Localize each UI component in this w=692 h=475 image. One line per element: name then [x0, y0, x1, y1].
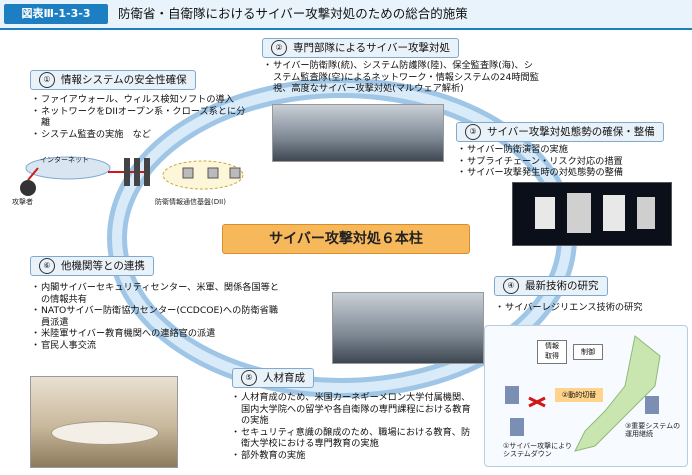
japan-map-graphic [505, 335, 661, 452]
list-item: システム監査の実施 など [31, 129, 248, 141]
continued-ops-label: ③重要システムの 運用継続 [625, 422, 681, 438]
pillar-5-title-text: 人材育成 [263, 372, 305, 384]
center-label: サイバー攻撃対処６本柱 [222, 224, 470, 254]
pillar-6-title-text: 他機関等との連携 [61, 260, 145, 272]
operations-center-photo [272, 104, 444, 162]
list-item: NATOサイバー防衛協力センター(CCDCOE)への防衛省職員派遣 [31, 305, 280, 328]
pillar-4-title: ④ 最新技術の研究 [494, 276, 608, 296]
list-item: 人材育成のため、米国カーネギーメロン大学付属機関、国内大学院への留学や各自衛隊の… [231, 392, 474, 427]
pillar-3-title: ③ サイバー攻撃対処態勢の確保・整備 [456, 122, 664, 142]
pillar-1-number: ① [39, 72, 55, 88]
list-item: サイバー攻撃発生時の対処態勢の整備 [457, 167, 680, 179]
exercise-screen-image [512, 182, 672, 246]
list-item: 部外教育の実施 [231, 450, 474, 462]
pillar-2-title-text: 専門部隊によるサイバー攻撃対処 [293, 42, 450, 54]
pillar-4-number: ④ [503, 278, 519, 294]
header-bar [0, 0, 692, 30]
dii-label: 防衛情報通信基盤(DII) [155, 198, 226, 206]
pillar-5-list: 人材育成のため、米国カーネギーメロン大学付属機関、国内大学院への留学や各自衛隊の… [231, 392, 474, 462]
info-acquire-box: 情報 取得 [537, 340, 567, 364]
pillar-1-title-text: 情報システムの安全性確保 [61, 74, 187, 86]
pillar-2-title: ② 専門部隊によるサイバー攻撃対処 [262, 38, 459, 58]
classroom-photo [332, 292, 484, 364]
control-box: 制御 [573, 344, 603, 360]
list-item: 内閣サイバーセキュリティセンター、米軍、関係各国等との情報共有 [31, 282, 280, 305]
pillar-6-list: 内閣サイバーセキュリティセンター、米軍、関係各国等との情報共有 NATOサイバー… [31, 282, 280, 352]
list-item: ファイアウォール、ウィルス検知ソフトの導入 [31, 94, 248, 106]
resilience-diagram: 情報 取得 制御 ②動的切替 ①サイバー攻撃により システムダウン ③重要システ… [484, 325, 688, 467]
pillar-3-number: ③ [465, 124, 481, 140]
meeting-room-photo [30, 376, 178, 468]
list-item: サイバー防衛演習の実施 [457, 144, 680, 156]
pillar-1-list: ファイアウォール、ウィルス検知ソフトの導入 ネットワークをDIIオープン系・クロ… [31, 94, 248, 141]
pillar-4-list: サイバーレジリエンス技術の研究 [495, 302, 688, 314]
pillar-6-title: ⑥ 他機関等との連携 [30, 256, 154, 276]
pillar-6-number: ⑥ [39, 258, 55, 274]
pillar-3-list: サイバー防衛演習の実施 サプライチェーン・リスク対応の措置 サイバー攻撃発生時の… [457, 144, 680, 179]
attacker-label: 攻撃者 [12, 198, 33, 206]
list-item: ネットワークをDIIオープン系・クローズ系とに分離 [31, 106, 248, 129]
list-item: サイバーレジリエンス技術の研究 [495, 302, 688, 314]
pillar-4-title-text: 最新技術の研究 [525, 280, 599, 292]
dynamic-switch-label: ②動的切替 [555, 388, 603, 402]
pillar-2-list: サイバー防衛隊(統)、システム防護隊(陸)、保全監査隊(海)、システム監査隊(空… [263, 60, 542, 95]
pillar-5-number: ⑤ [241, 370, 257, 386]
pillar-1-title: ① 情報システムの安全性確保 [30, 70, 196, 90]
list-item: セキュリティ意識の醸成のため、職場における教育、防衛大学校における専門教育の実施 [231, 427, 474, 450]
pillar-2-number: ② [271, 40, 287, 56]
internet-label: インターネット [40, 156, 89, 164]
pillar-3-title-text: サイバー攻撃対処態勢の確保・整備 [487, 126, 655, 138]
list-item: 官民人事交流 [31, 340, 280, 352]
list-item: サプライチェーン・リスク対応の措置 [457, 156, 680, 168]
network-diagram [20, 156, 244, 196]
list-item: サイバー防衛隊(統)、システム防護隊(陸)、保全監査隊(海)、システム監査隊(空… [263, 60, 542, 95]
list-item: 米陸軍サイバー教育機関への連絡官の派遣 [31, 328, 280, 340]
page-title: 防衛省・自衛隊におけるサイバー攻撃対処のための総合的施策 [118, 6, 468, 21]
pillar-5-title: ⑤ 人材育成 [232, 368, 314, 388]
figure-label: 図表Ⅲ-1-3-3 [4, 4, 108, 24]
system-down-label: ①サイバー攻撃により システムダウン [503, 442, 572, 458]
